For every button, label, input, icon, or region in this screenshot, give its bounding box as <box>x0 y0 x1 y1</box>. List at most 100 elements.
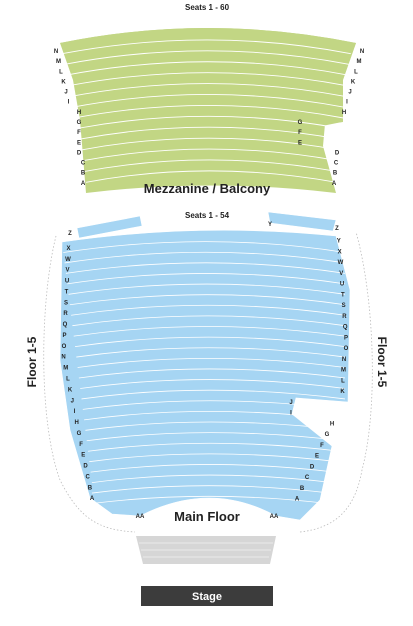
floor-rows[interactable] <box>59 229 351 521</box>
mezzanine-row-label-left: F <box>77 130 81 136</box>
mezzanine-row-label-left: M <box>56 59 61 65</box>
floor-row-label-right: T <box>341 292 345 298</box>
mezzanine-rows[interactable] <box>60 28 356 193</box>
mezzanine-row-label-left: E <box>77 140 81 146</box>
floor-side-label-right: Floor 1-5 <box>375 337 389 388</box>
mezzanine-row-line <box>69 83 347 98</box>
floor-row-label-right: X <box>338 249 342 255</box>
mezzanine-row-label-right: D <box>335 150 340 156</box>
floor-row-label-left: G <box>77 431 82 437</box>
floor-row-label-left: M <box>63 366 68 372</box>
floor-row-line <box>80 379 346 389</box>
floor-row-label-right: Z <box>335 226 339 232</box>
floor-row-label-right: Y <box>268 222 272 228</box>
floor-row-line <box>84 411 346 421</box>
mezzanine-row-label-right: J <box>348 90 351 96</box>
floor-row-label-left: S <box>64 300 68 306</box>
mezzanine-row-label-right: N <box>360 49 364 55</box>
floor-row-line <box>82 400 346 410</box>
floor-balcony-box-left[interactable] <box>76 215 143 239</box>
floor-row-label-left: J <box>71 398 74 404</box>
floor-row-line <box>86 432 343 442</box>
floor-row-lines <box>63 241 346 504</box>
pit-lines <box>139 542 273 558</box>
floor-row-label-right: F <box>320 443 324 449</box>
floor-row-label-left: T <box>65 289 69 295</box>
mezzanine-row-label-left: C <box>81 161 86 167</box>
floor-row-label-right: Y <box>337 239 341 245</box>
floor-row-line <box>85 421 346 431</box>
floor-row-label-right: I <box>290 411 292 417</box>
floor-row-line <box>81 389 346 400</box>
mezzanine-row-label-left: J <box>64 90 67 96</box>
floor-row-label-left: AA <box>136 514 145 520</box>
mezzanine-row-line <box>73 104 344 119</box>
floor-row-label-right: K <box>340 389 345 395</box>
floor-row-label-right: M <box>341 368 346 374</box>
mezzanine-row-line <box>63 50 350 65</box>
floor-row-line <box>76 347 346 358</box>
mezzanine-seats-label: Seats 1 - 60 <box>185 3 230 12</box>
floor-section[interactable] <box>59 211 351 521</box>
floor-row-label-left: Z <box>68 231 72 237</box>
floor-row-label-right: P <box>344 335 348 341</box>
mezzanine-row-line <box>75 115 343 130</box>
floor-row-line <box>63 241 346 253</box>
floor-row-label-left: E <box>81 453 85 459</box>
floor-row-label-right: A <box>295 497 300 503</box>
floor-row-line <box>67 273 346 285</box>
mezzanine-row-label-right: F <box>298 130 302 136</box>
stage-label: Stage <box>192 591 222 603</box>
floor-row-line <box>74 336 346 348</box>
floor-row-label-left: O <box>62 344 67 350</box>
floor-row-label-right: AA <box>270 514 279 520</box>
floor-row-line <box>89 453 338 463</box>
mezzanine-row-label-left: D <box>77 150 82 156</box>
floor-row-line <box>90 464 336 473</box>
floor-row-label-left: D <box>83 464 88 470</box>
stage[interactable] <box>141 586 273 606</box>
floor-row-label-right: Q <box>343 325 348 331</box>
mezzanine-row-label-right: A <box>332 181 337 187</box>
floor-row-label-left: L <box>66 377 70 383</box>
floor-row-line <box>72 315 346 327</box>
floor-row-label-right: C <box>305 475 310 481</box>
mezzanine-row-label-right: C <box>334 161 339 167</box>
floor-row-label-left: X <box>66 246 70 252</box>
mezzanine-row-label-left: B <box>81 171 86 177</box>
floor-row-label-right: O <box>344 346 349 352</box>
mezzanine-row-label-right: B <box>333 171 338 177</box>
floor-row-label-left: C <box>86 474 91 480</box>
floor-row-line <box>68 283 346 295</box>
floor-row-line <box>87 442 341 452</box>
mezzanine-row-label-right: G <box>298 120 303 126</box>
mezzanine-row-label-left: G <box>77 120 82 126</box>
floor-row-label-left: V <box>65 268 69 274</box>
floor-row-label-right: J <box>289 400 292 406</box>
floor-row-label-left: P <box>62 333 66 339</box>
mezzanine-row-label-right: E <box>298 140 302 146</box>
floor-row-label-right: W <box>338 260 344 266</box>
floor-row-line <box>73 326 346 337</box>
floor-row-line <box>91 495 328 504</box>
mezzanine-row-label-left: K <box>61 79 66 85</box>
floor-balcony-box-right[interactable] <box>267 211 337 232</box>
mezzanine-section[interactable] <box>60 28 356 193</box>
floor-row-line <box>71 304 346 316</box>
mezzanine-row-lines <box>61 39 351 183</box>
floor-row-label-left: K <box>68 387 73 393</box>
floor-row-label-left: R <box>63 311 68 317</box>
floor-row-label-left: B <box>88 485 93 491</box>
floor-row-label-left: F <box>79 442 83 448</box>
floor-row-label-right: L <box>341 378 345 384</box>
mezzanine-row-label-right: I <box>346 100 348 106</box>
mezzanine-row-line <box>81 148 339 162</box>
floor-row-label-right: H <box>330 421 334 427</box>
floor-row-label-right: V <box>339 271 343 277</box>
mezzanine-row-label-left: A <box>81 181 86 187</box>
floor-section-name: Main Floor <box>174 509 240 524</box>
mezzanine-row-label-left: N <box>54 49 58 55</box>
mezzanine-row-label-right: H <box>342 110 346 116</box>
floor-row-label-left: A <box>90 496 95 502</box>
